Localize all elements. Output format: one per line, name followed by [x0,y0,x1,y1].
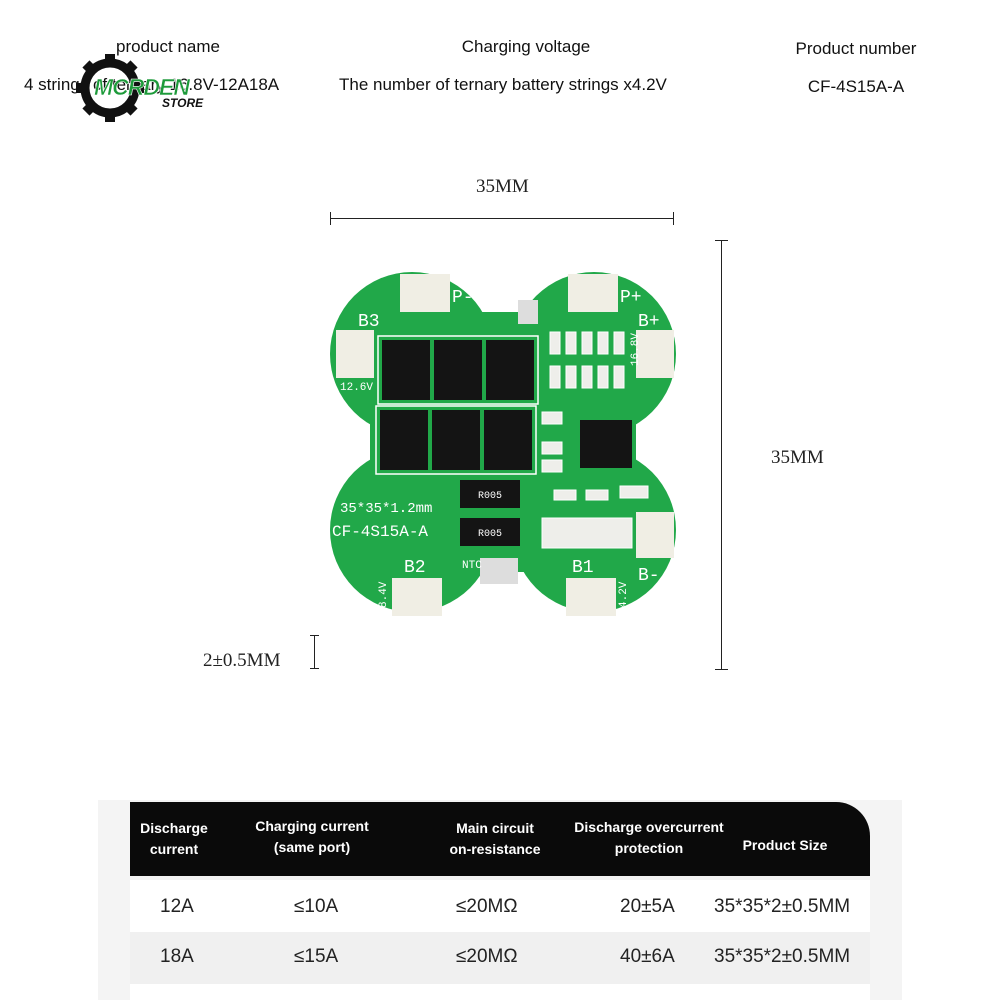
pad-b1 [566,578,616,616]
resistor-label-2: R005 [478,529,502,540]
width-dimension-label: 35MM [476,176,529,197]
label-8-4v: 8.4V [378,581,390,608]
height-dimension-line [721,240,722,670]
label-b1: B1 [572,558,594,578]
label-b3: B3 [358,312,380,332]
table-row: 18A ≤15A ≤20MΩ 40±6A 35*35*2±0.5MM [130,932,870,984]
cell-discharge-current: 18A [160,946,194,967]
cell-charging-current: ≤15A [294,946,339,967]
thickness-dimension-label: 2±0.5MM [203,650,281,671]
resistor-label-1: R005 [478,491,502,502]
store-logo: MCRDEN STORE [76,54,226,122]
charging-voltage-value: The number of ternary battery strings x4… [339,75,667,94]
header-charging-current: Charging current(same port) [255,818,369,855]
gear-icon [76,54,144,122]
label-p-minus: P- [452,288,474,308]
label-4-2v: 4.2V [618,581,630,608]
product-name-label: product name [116,37,220,56]
pad-b-minus [636,512,674,558]
width-dimension-line [330,218,674,219]
cell-discharge-current: 12A [160,896,194,917]
label-b-minus: B- [638,566,660,586]
label-ntc: NTC [462,560,482,572]
cell-overcurrent: 40±6A [620,946,675,967]
cell-overcurrent: 20±5A [620,896,675,917]
cell-product-size: 35*35*2±0.5MM [714,946,851,967]
cell-on-resistance: ≤20MΩ [456,896,518,917]
thickness-dimension-line [314,635,315,669]
label-12-6v: 12.6V [340,382,373,394]
shunt-resistor-2 [460,518,520,546]
product-number-value: CF-4S15A-A [807,77,905,96]
label-p-plus: P+ [620,288,642,308]
cell-product-size: 35*35*2±0.5MM [714,896,851,917]
height-dimension-label: 35MM [771,447,824,468]
pad-b3 [336,330,374,378]
mosfet-array [380,340,534,470]
pad-b2 [392,578,442,616]
label-b2: B2 [404,558,426,578]
pcb-board: R005 R005 P- P+ B3 B+ B2 B1 B- 12.6V 35*… [330,272,676,616]
header-product-size: Product Size [742,837,828,853]
pad-b-plus [636,330,674,378]
label-16-8v: 16.8V [630,333,642,366]
ntc-connector [480,558,518,584]
table-row [130,984,870,1000]
cell-charging-current: ≤10A [294,896,339,917]
shunt-resistor-1 [460,480,520,508]
pad-p-plus [568,274,618,312]
board-model-text: CF-4S15A-A [332,523,428,541]
control-ic [580,420,632,468]
cell-on-resistance: ≤20MΩ [456,946,518,967]
table-row: 12A ≤10A ≤20MΩ 20±5A 35*35*2±0.5MM [130,880,870,932]
board-size-text: 35*35*1.2mm [340,501,432,517]
product-number-label: Product number [795,39,917,58]
charging-voltage-label: Charging voltage [461,37,591,56]
logo-text: MCRDEN [94,74,191,101]
pad-p-minus [400,274,450,312]
label-b-plus: B+ [638,312,660,332]
logo-subtext: STORE [162,96,204,110]
